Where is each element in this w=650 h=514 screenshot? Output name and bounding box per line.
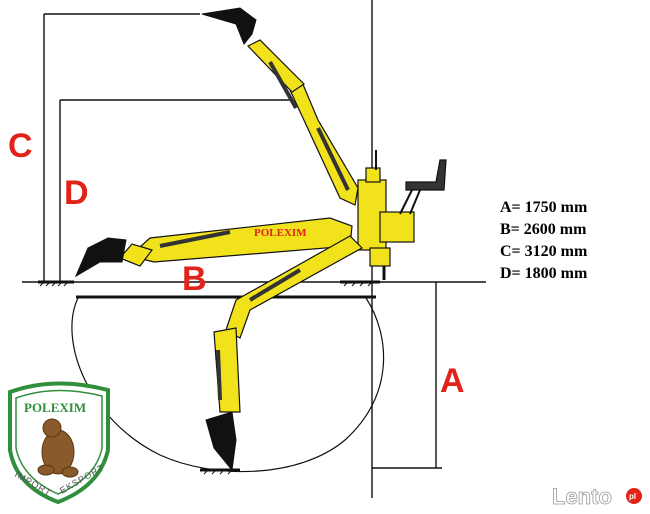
spec-line-c: C= 3120 mm — [500, 243, 588, 260]
polexim-logo: POLEXIM IMPORT EKSPORT — [8, 381, 110, 505]
extended-boom — [118, 217, 353, 267]
dimension-label-b: B — [182, 260, 207, 298]
machine-base — [357, 150, 415, 280]
ground-hatch — [38, 280, 380, 475]
boom-brand-label: POLEXIM — [254, 227, 307, 239]
spec-list: A= 1750 mm B= 2600 mm C= 3120 mm D= 1800… — [500, 199, 588, 282]
digging-boom — [213, 235, 363, 413]
spec-line-d: D= 1800 mm — [500, 265, 588, 282]
watermark-dot-icon — [626, 488, 642, 504]
raised-boom — [247, 39, 359, 206]
extended-bucket-icon — [74, 237, 127, 278]
logo-name: POLEXIM — [24, 400, 86, 415]
spec-line-a: A= 1750 mm — [500, 199, 588, 216]
seat-icon — [399, 159, 447, 215]
dimension-label-a: A — [440, 362, 465, 400]
dimension-label-c: C — [8, 127, 33, 165]
dimension-label-d: D — [64, 174, 89, 212]
raised-bucket-icon — [201, 7, 257, 45]
lento-watermark: Lento pl — [552, 484, 642, 509]
watermark-main: Lento — [552, 484, 612, 509]
spec-line-b: B= 2600 mm — [500, 221, 587, 238]
logo-bear-icon — [37, 418, 79, 478]
watermark-suffix: pl — [629, 492, 636, 501]
digging-bucket-icon — [205, 411, 237, 472]
digging-arc — [71, 297, 385, 473]
